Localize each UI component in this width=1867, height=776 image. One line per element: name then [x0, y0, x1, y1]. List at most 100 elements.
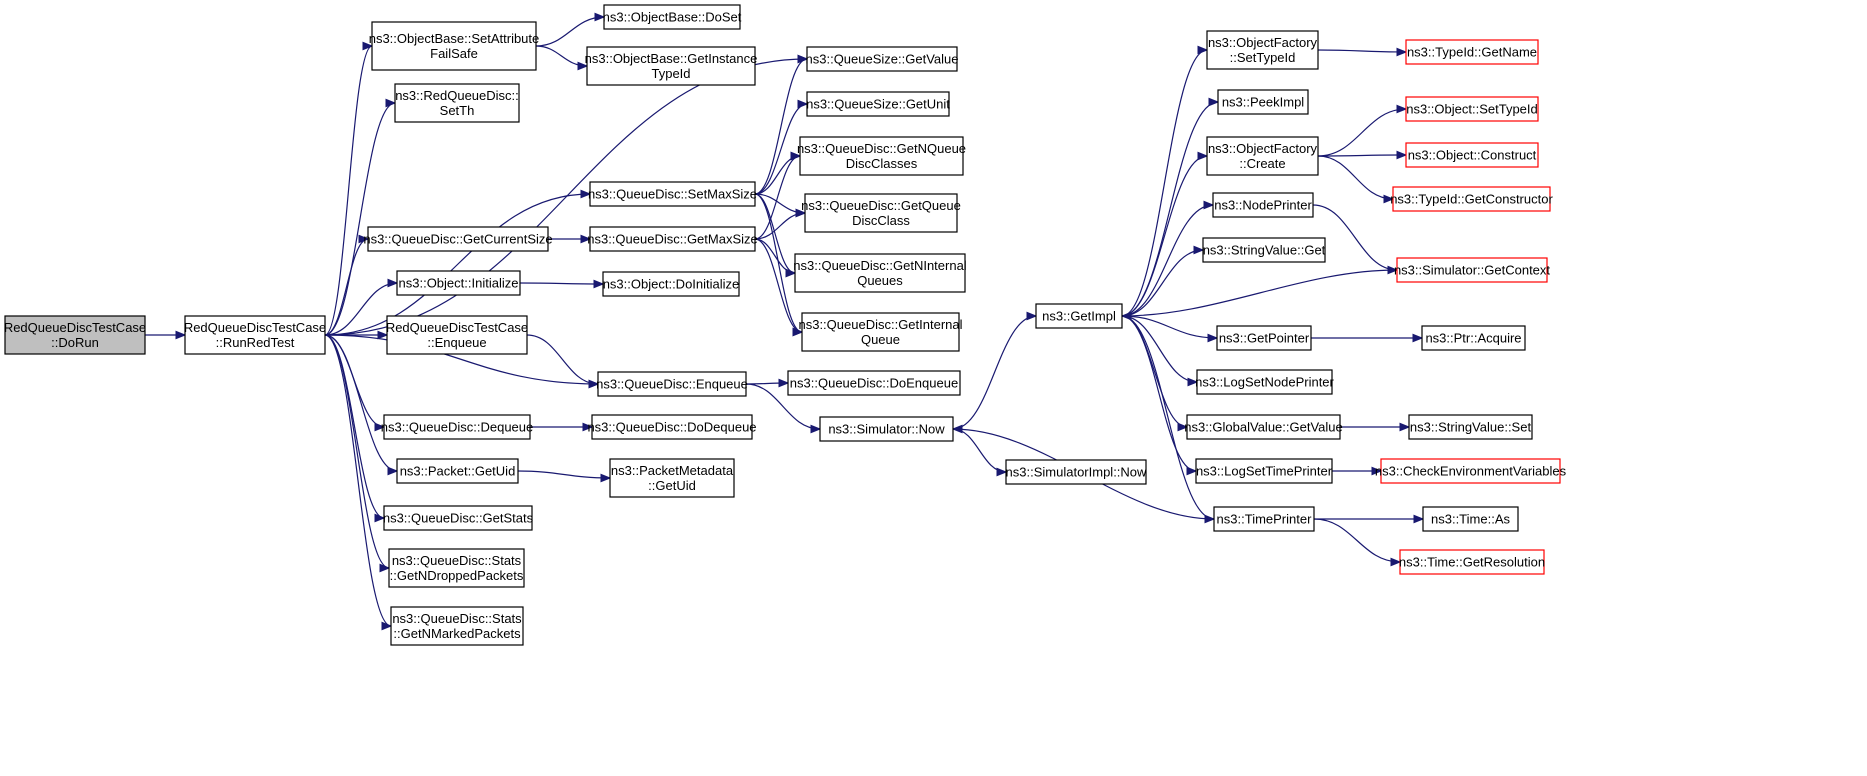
node-label: ::RunRedTest: [216, 335, 295, 350]
node-qsunit[interactable]: ns3::QueueSize::GetUnit: [806, 91, 950, 117]
node-getimpl[interactable]: ns3::GetImpl: [1035, 303, 1123, 329]
arrowhead-icon: [797, 54, 809, 64]
node-qddeq[interactable]: ns3::QueueDisc::Dequeue: [381, 414, 533, 440]
node-objsettid[interactable]: ns3::Object::SetTypeId: [1405, 96, 1539, 122]
arrowhead-icon: [792, 327, 804, 337]
edge-runred-to-setmax: [324, 189, 592, 336]
edge-line: [324, 193, 591, 336]
node-box: [1422, 506, 1519, 532]
edge-line: [324, 334, 599, 385]
edge-line: [1317, 154, 1407, 157]
node-ofcreate[interactable]: ns3::ObjectFactory::Create: [1206, 136, 1319, 176]
node-strget[interactable]: ns3::StringValue::Get: [1202, 237, 1326, 263]
node-getptr[interactable]: ns3::GetPointer: [1216, 325, 1312, 351]
node-root[interactable]: RedQueueDiscTestCase::DoRun: [4, 315, 146, 355]
edge-line: [324, 334, 390, 569]
node-qdenq[interactable]: ns3::QueueDisc::Enqueue: [596, 371, 748, 397]
node-label: ns3::Simulator::Now: [828, 422, 945, 437]
node-qsval[interactable]: ns3::QueueSize::GetValue: [806, 46, 959, 72]
node-redenq[interactable]: RedQueueDiscTestCase::Enqueue: [386, 315, 528, 355]
node-strset[interactable]: ns3::StringValue::Set: [1408, 414, 1533, 440]
edge-qdenq-to-simnow: [745, 383, 822, 434]
node-doinit[interactable]: ns3::Object::DoInitialize: [602, 271, 740, 297]
node-lognode[interactable]: ns3::LogSetNodePrinter: [1195, 369, 1335, 395]
arrowhead-icon: [951, 424, 963, 434]
node-marked[interactable]: ns3::QueueDisc::Stats::GetNMarkedPackets: [390, 606, 524, 646]
node-peek[interactable]: ns3::PeekImpl: [1217, 89, 1309, 115]
node-ptracq[interactable]: ns3::Ptr::Acquire: [1421, 325, 1526, 351]
arrowhead-icon: [588, 379, 600, 389]
arrowhead-icon: [1120, 311, 1132, 321]
node-label: TypeId: [651, 66, 690, 81]
node-label: ns3::QueueSize::GetUnit: [806, 97, 950, 112]
node-box: [388, 548, 525, 588]
node-getcursize[interactable]: ns3::QueueDisc::GetCurrentSize: [363, 226, 553, 252]
node-pktuid[interactable]: ns3::Packet::GetUid: [396, 458, 519, 484]
node-timeres[interactable]: ns3::Time::GetResolution: [1399, 549, 1545, 575]
node-box: [787, 370, 961, 396]
node-pmuid[interactable]: ns3::PacketMetadata::GetUid: [609, 458, 735, 498]
node-simnow[interactable]: ns3::Simulator::Now: [819, 416, 954, 442]
node-label: ns3::Object::DoInitialize: [603, 277, 740, 292]
node-nodeprinter[interactable]: ns3::NodePrinter: [1212, 192, 1314, 218]
node-label: ns3::TypeId::GetName: [1407, 45, 1537, 60]
edge-runred-to-setth: [324, 98, 397, 336]
edge-getmax-to-qdc: [754, 208, 807, 240]
node-label: ns3::CheckEnvironmentVariables: [1375, 464, 1567, 479]
node-box: [589, 226, 756, 252]
node-setth[interactable]: ns3::RedQueueDisc::SetTh: [394, 83, 520, 123]
node-objconstruct[interactable]: ns3::Object::Construct: [1405, 142, 1539, 168]
node-tidname[interactable]: ns3::TypeId::GetName: [1405, 39, 1539, 65]
node-label: ::DoRun: [51, 335, 99, 350]
arrowhead-icon: [797, 99, 809, 109]
node-doenq[interactable]: ns3::QueueDisc::DoEnqueue: [787, 370, 961, 396]
node-gvget[interactable]: ns3::GlobalValue::GetValue: [1184, 414, 1343, 440]
edge-getimpl-to-getptr: [1121, 315, 1219, 343]
node-dodeq[interactable]: ns3::QueueDisc::DoDequeue: [587, 414, 757, 440]
edge-simnow-to-getimpl: [952, 311, 1038, 430]
arrowhead-icon: [374, 422, 386, 432]
node-checkenv[interactable]: ns3::CheckEnvironmentVariables: [1375, 458, 1567, 484]
node-label: ns3::QueueDisc::Stats: [392, 553, 522, 568]
edge-line: [1121, 49, 1208, 317]
node-setmax[interactable]: ns3::QueueDisc::SetMaxSize: [588, 181, 757, 207]
node-label: ::SetTypeId: [1230, 50, 1296, 65]
node-objinit[interactable]: ns3::Object::Initialize: [396, 270, 521, 296]
node-label: ns3::PeekImpl: [1222, 95, 1304, 110]
node-label: ::GetNMarkedPackets: [393, 626, 521, 641]
node-label: RedQueueDiscTestCase: [4, 320, 146, 335]
node-label: ns3::Time::GetResolution: [1399, 555, 1545, 570]
arrowhead-icon: [1396, 150, 1408, 160]
node-timeprinter[interactable]: ns3::TimePrinter: [1213, 506, 1315, 532]
node-box: [1421, 325, 1526, 351]
node-label: ns3::QueueDisc::DoEnqueue: [790, 376, 958, 391]
node-label: ns3::Ptr::Acquire: [1425, 331, 1521, 346]
node-logtime[interactable]: ns3::LogSetTimePrinter: [1195, 458, 1333, 484]
node-runred[interactable]: RedQueueDiscTestCase::RunRedTest: [184, 315, 326, 355]
node-ofset[interactable]: ns3::ObjectFactory::SetTypeId: [1206, 30, 1319, 70]
node-box: [383, 414, 531, 440]
edge-line: [1317, 108, 1407, 157]
node-box: [1212, 192, 1314, 218]
edge-line: [1317, 155, 1394, 200]
node-dropped[interactable]: ns3::QueueDisc::Stats::GetNDroppedPacket…: [388, 548, 525, 588]
node-getmax[interactable]: ns3::QueueDisc::GetMaxSize: [587, 226, 758, 252]
node-doset[interactable]: ns3::ObjectBase::DoSet: [603, 4, 742, 30]
edge-setattr-to-doset: [535, 12, 606, 47]
arrowhead-icon: [1197, 151, 1209, 161]
edge-runred-to-marked: [324, 334, 393, 631]
node-label: ::Create: [1239, 156, 1285, 171]
node-simctx[interactable]: ns3::Simulator::GetContext: [1394, 257, 1550, 283]
node-box: [394, 83, 520, 123]
node-simimplnow[interactable]: ns3::SimulatorImpl::Now: [1005, 459, 1147, 485]
node-timeas[interactable]: ns3::Time::As: [1422, 506, 1519, 532]
node-getstats[interactable]: ns3::QueueDisc::GetStats: [383, 505, 534, 531]
edge-line: [1121, 315, 1198, 383]
node-tidctor[interactable]: ns3::TypeId::GetConstructor: [1390, 186, 1553, 212]
